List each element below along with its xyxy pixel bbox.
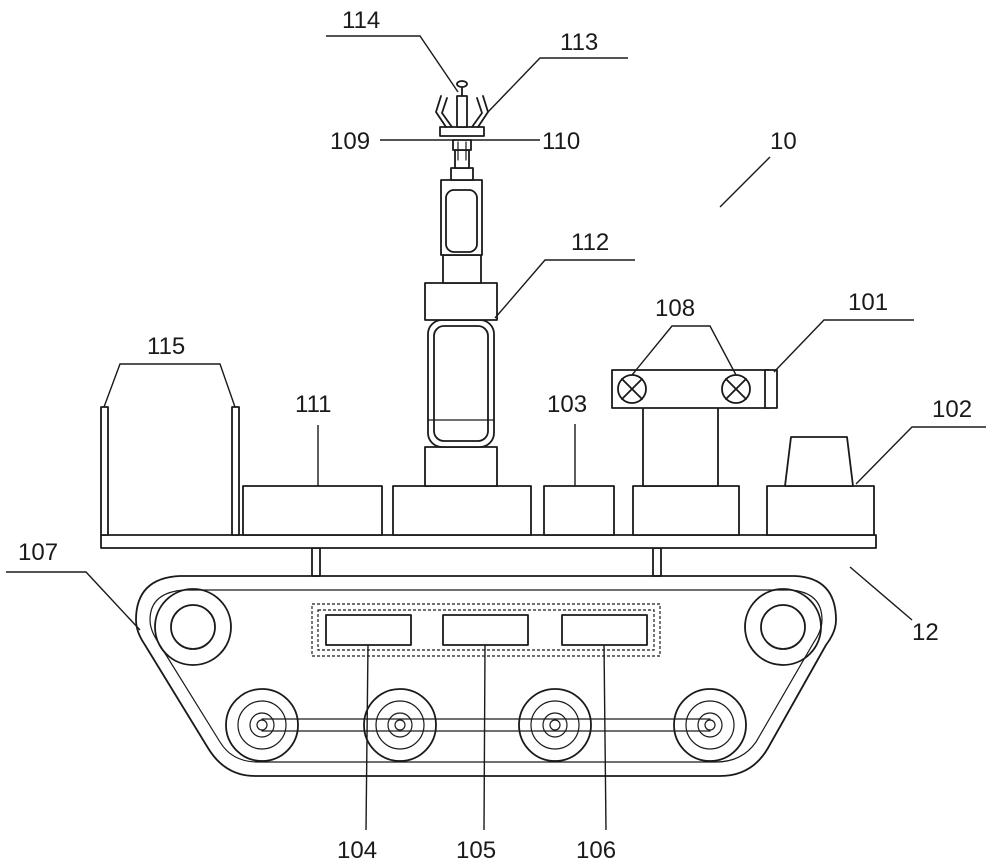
road-wheel-3 <box>518 688 592 762</box>
module-102-top <box>784 436 854 487</box>
label-101: 101 <box>848 289 888 316</box>
front-wheel <box>154 588 232 666</box>
label-12: 12 <box>912 619 939 646</box>
label-112: 112 <box>571 229 609 256</box>
label-102: 102 <box>932 396 972 423</box>
module-104 <box>325 614 412 646</box>
label-10: 10 <box>770 128 797 155</box>
road-wheel-2 <box>363 688 437 762</box>
label-115: 115 <box>147 333 185 360</box>
storage-bin <box>100 406 240 536</box>
label-103: 103 <box>547 391 587 418</box>
label-106: 106 <box>576 837 616 864</box>
leader-lines <box>6 35 986 831</box>
rear-wheel <box>744 588 822 666</box>
module-106 <box>561 614 648 646</box>
label-114: 114 <box>342 7 380 34</box>
robotic-arm <box>424 139 498 487</box>
road-wheel-1 <box>225 688 299 762</box>
support-posts <box>311 547 662 577</box>
crawler-track <box>135 575 837 777</box>
wheel-link-bar <box>261 718 711 732</box>
module-111 <box>242 485 383 536</box>
gripper <box>435 80 489 137</box>
label-108: 108 <box>655 295 695 322</box>
label-113: 113 <box>560 29 598 56</box>
label-110: 110 <box>542 128 580 155</box>
arm-base <box>392 485 532 536</box>
label-107: 107 <box>18 539 58 566</box>
camera-base <box>632 485 740 536</box>
road-wheel-4 <box>673 688 747 762</box>
module-102 <box>766 485 875 536</box>
module-103 <box>543 485 615 536</box>
label-104: 104 <box>337 837 377 864</box>
camera-unit <box>611 369 778 487</box>
label-109: 109 <box>330 128 370 155</box>
control-box <box>311 603 661 657</box>
module-105 <box>442 614 529 646</box>
platform <box>100 534 877 549</box>
label-111: 111 <box>295 391 331 418</box>
label-105: 105 <box>456 837 496 864</box>
reference-labels: 114 113 109 110 10 112 115 108 101 111 1… <box>18 7 972 864</box>
